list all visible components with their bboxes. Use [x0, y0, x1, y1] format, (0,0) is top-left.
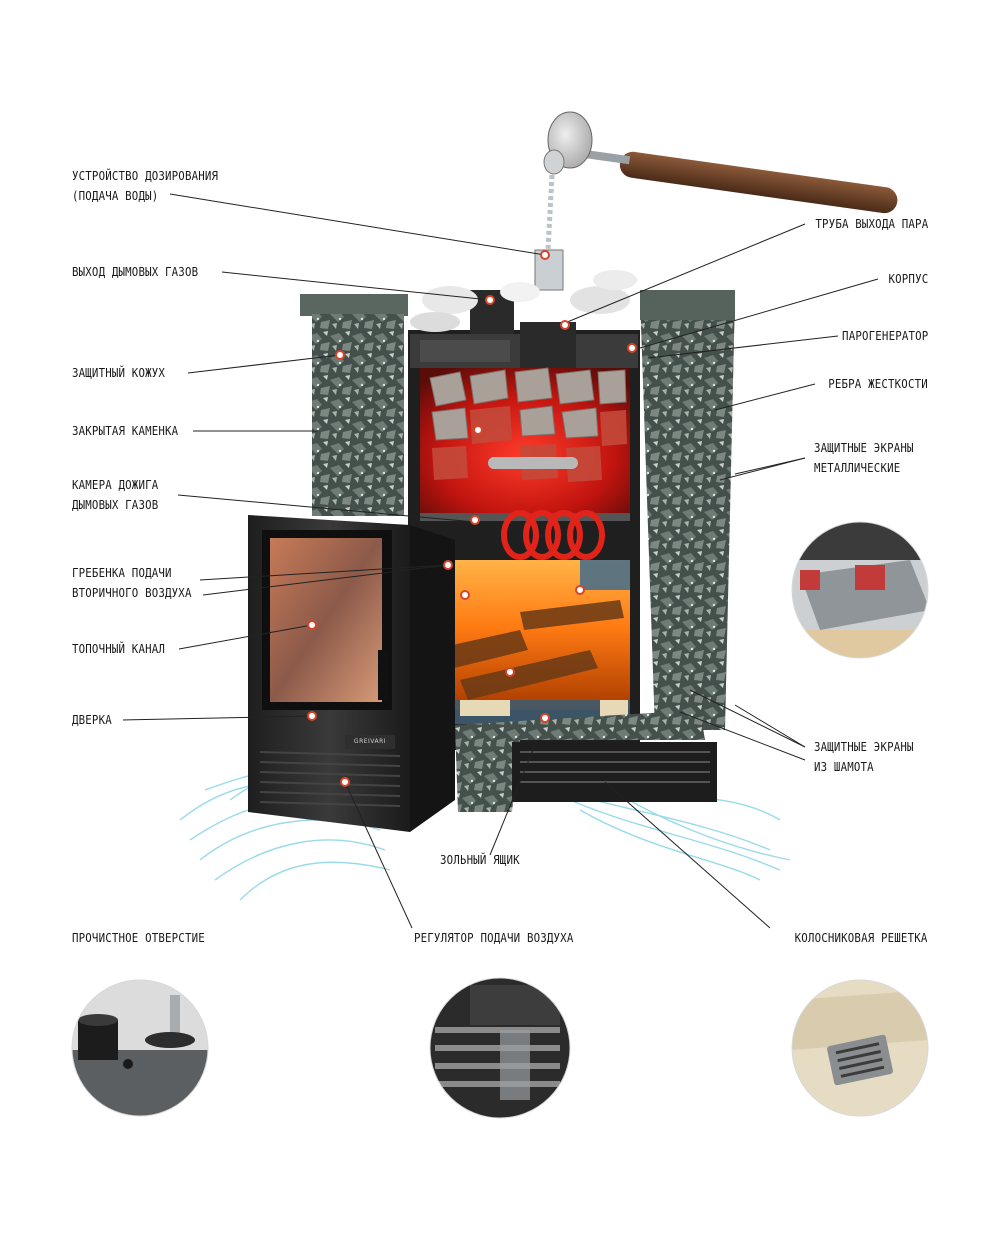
label-steam-generator: ПАРОГЕНЕРАТОР	[841, 328, 928, 343]
label-afterburn-chamber: КАМЕРА ДОЖИГА ДЫМОВЫХ ГАЗОВ	[72, 477, 159, 512]
detail-circle-metal-screens	[792, 522, 928, 658]
door-brand-badge: GREIVARI	[353, 738, 387, 745]
dosing-ladle	[534, 111, 898, 291]
label-stiffening-ribs: РЕБРА ЖЕСТКОСТИ	[828, 376, 928, 391]
air-flow-right	[559, 789, 791, 881]
label-metal-screens: ЗАЩИТНЫЕ ЭКРАНЫ МЕТАЛЛИЧЕСКИЕ	[814, 440, 914, 475]
label-smoke-outlet: ВЫХОД ДЫМОВЫХ ГАЗОВ	[72, 264, 199, 279]
detail-circle-air-regulator	[430, 978, 570, 1118]
door-block	[248, 515, 455, 832]
label-door: ДВЕРКА	[72, 712, 112, 727]
detail-circle-grate	[792, 980, 928, 1116]
label-secondary-air-comb: ГРЕБЕНКА ПОДАЧИ ВТОРИЧНОГО ВОЗДУХА	[72, 565, 192, 600]
label-closed-heater: ЗАКРЫТАЯ КАМЕНКА	[72, 423, 179, 438]
right-stone-pillar	[640, 290, 735, 730]
leader-lines	[122, 193, 879, 929]
label-steam-pipe: ТРУБА ВЫХОДА ПАРА	[815, 216, 928, 231]
label-chamotte-screens: ЗАЩИТНЫЕ ЭКРАНЫ ИЗ ШАМОТА	[814, 739, 914, 774]
label-dosing-device: УСТРОЙСТВО ДОЗИРОВАНИЯ (ПОДАЧА ВОДЫ)	[72, 168, 219, 203]
label-ash-box: ЗОЛЬНЫЙ ЯЩИК	[440, 852, 520, 867]
label-protective-casing: ЗАЩИТНЫЙ КОЖУХ	[72, 365, 166, 380]
label-body: КОРПУС	[888, 271, 928, 286]
label-cleaning-hole: ПРОЧИСТНОЕ ОТВЕРСТИЕ	[72, 930, 205, 945]
air-regulator-grille	[259, 751, 401, 807]
marker-dots	[307, 250, 637, 787]
detail-circle-cleaning-hole	[72, 980, 208, 1116]
label-firebox-channel: ТОПОЧНЫЙ КАНАЛ	[72, 641, 166, 656]
lower-stone-base	[455, 710, 717, 812]
label-grate: КОЛОСНИКОВАЯ РЕШЕТКА	[795, 930, 928, 945]
left-stone-pillar	[300, 294, 408, 516]
label-air-regulator: РЕГУЛЯТОР ПОДАЧИ ВОЗДУХА	[414, 930, 574, 945]
